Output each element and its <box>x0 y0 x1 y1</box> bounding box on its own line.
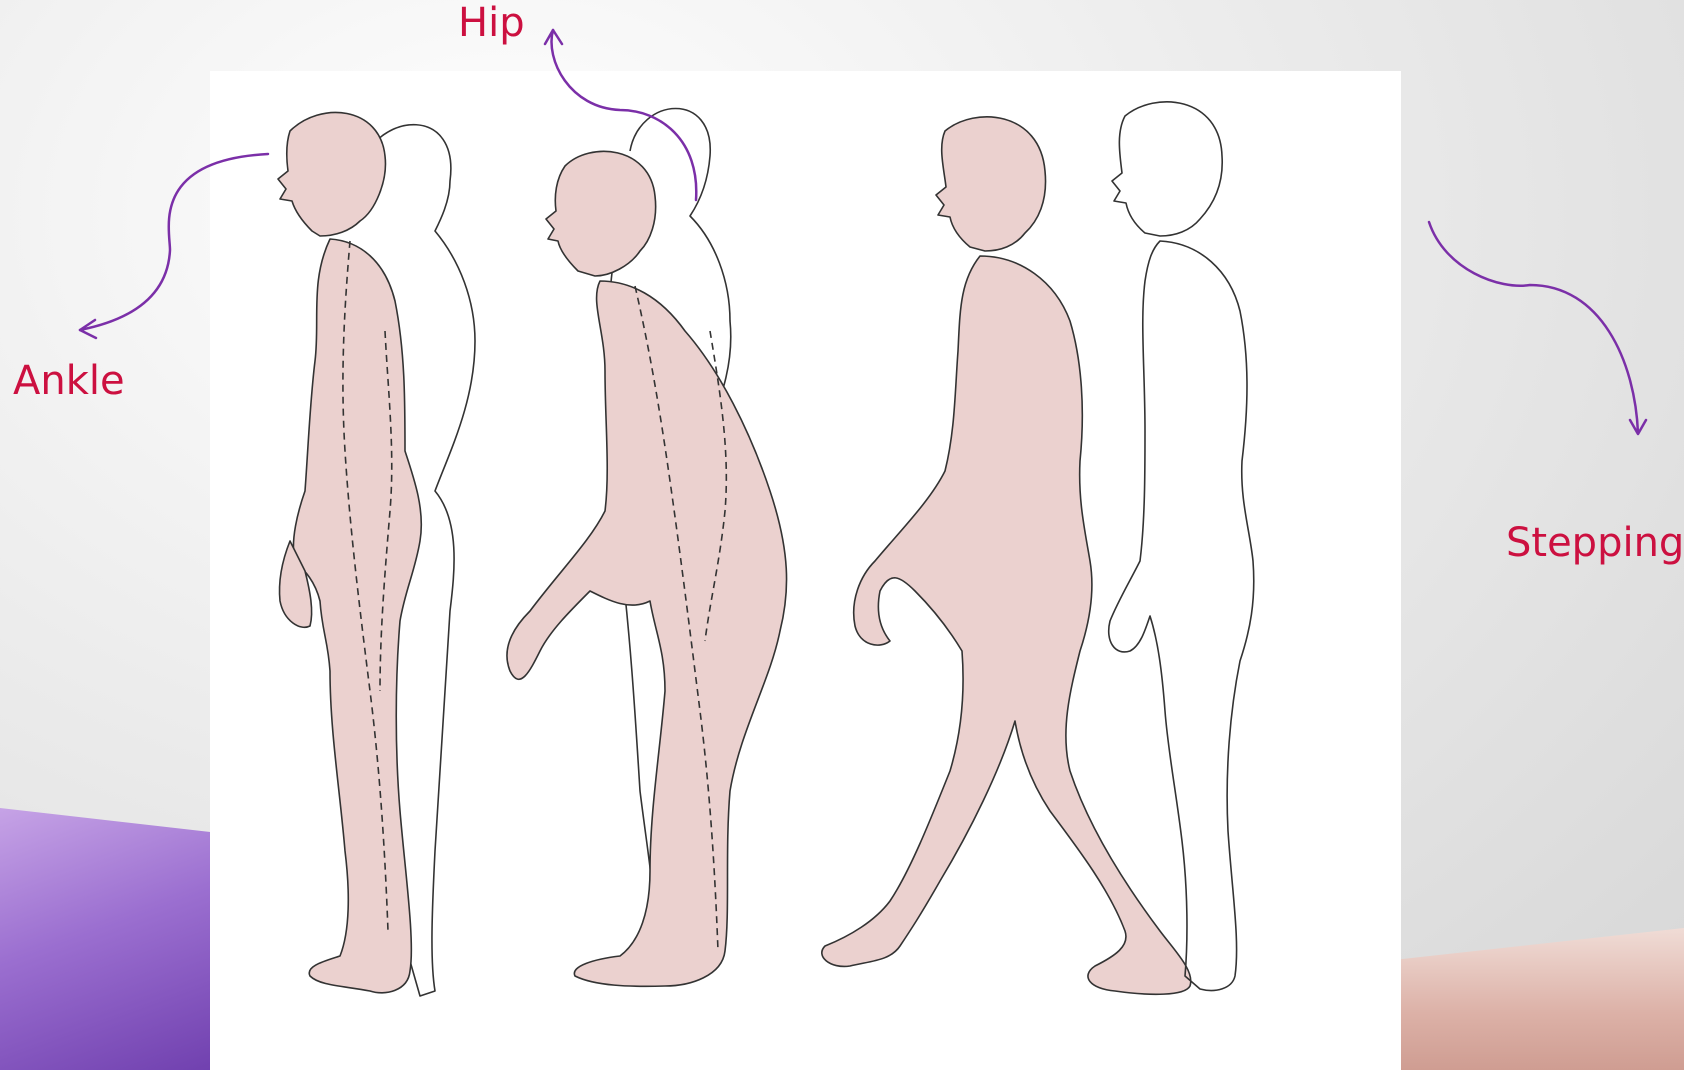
stepping-arrow-icon <box>1429 222 1646 434</box>
standing-figure-outline <box>1109 102 1254 991</box>
stepping-label: Stepping <box>1506 520 1684 566</box>
balance-strategies-illustration <box>210 71 1401 1070</box>
hip-figure <box>507 151 787 986</box>
purple-accent-shape <box>0 808 230 1070</box>
ankle-label: Ankle <box>13 358 125 404</box>
pink-accent-shape <box>1400 928 1684 1070</box>
stepping-figure <box>822 117 1191 994</box>
figures-drawing <box>210 71 1401 1070</box>
hip-label: Hip <box>458 0 525 46</box>
